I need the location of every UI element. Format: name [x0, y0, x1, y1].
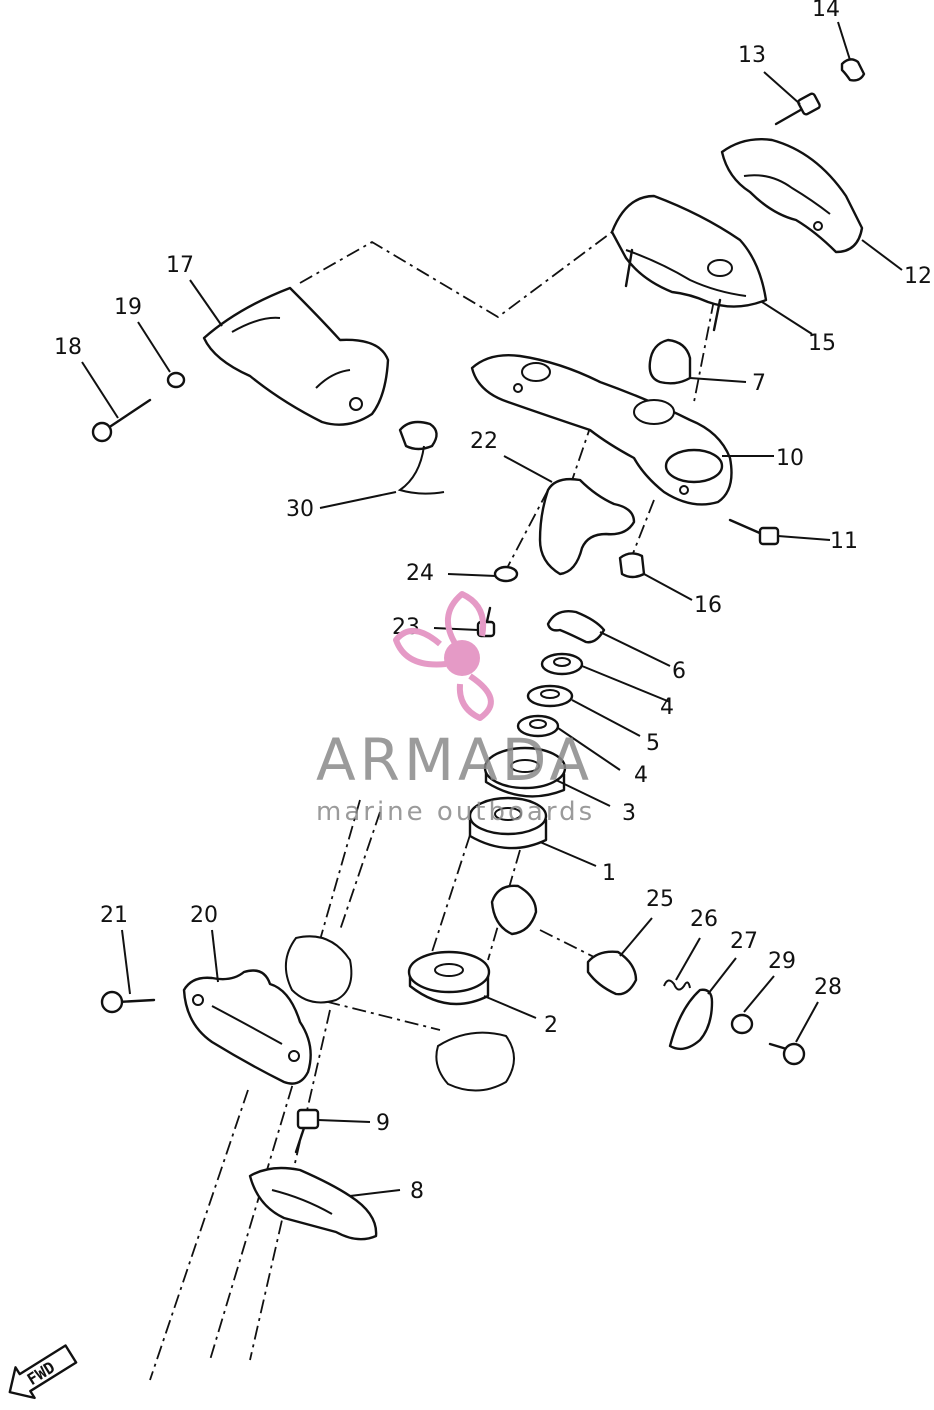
part-11-bolt [728, 518, 780, 546]
callout-20: 20 [190, 903, 218, 928]
callout-18: 18 [54, 335, 82, 360]
part-18-bolt [91, 398, 152, 443]
part-2-bushing [407, 950, 491, 1006]
callout-2: 2 [544, 1013, 558, 1038]
part-21-bolt [100, 990, 156, 1014]
callout-4-lower: 4 [634, 763, 648, 788]
callout-3: 3 [622, 801, 636, 826]
part-29-nut [730, 1013, 754, 1035]
callout-17: 17 [166, 253, 194, 278]
callout-1: 1 [602, 861, 616, 886]
part-22-bracket [538, 477, 636, 576]
callout-6: 6 [672, 659, 686, 684]
part-26-spring [663, 979, 691, 991]
callout-30: 30 [286, 497, 314, 522]
propeller-logo-icon [393, 591, 494, 721]
callout-25: 25 [646, 887, 674, 912]
part-16-spacer [618, 552, 646, 579]
callout-22: 22 [470, 429, 498, 454]
part-14-cap [840, 58, 866, 82]
part-28-bolt [768, 1042, 806, 1066]
callout-14: 14 [812, 0, 840, 22]
fwd-arrow: FWD [8, 1344, 78, 1400]
part-8-bracket [248, 1166, 378, 1241]
part-6-plate [546, 610, 606, 644]
callout-27: 27 [730, 929, 758, 954]
callout-13: 13 [738, 43, 766, 68]
callout-24: 24 [406, 561, 434, 586]
part-24-nut [493, 565, 519, 583]
part-1-bushing [468, 796, 548, 850]
callout-16: 16 [694, 593, 722, 618]
callout-5: 5 [646, 731, 660, 756]
part-13-bolt [774, 92, 821, 126]
callout-labels: 14 13 12 15 17 19 18 30 7 10 11 22 16 24… [54, 0, 932, 1204]
part-15-upper-mount [610, 194, 768, 332]
part-4-washer-lower [516, 714, 560, 738]
callout-8: 8 [410, 1179, 424, 1204]
callout-19: 19 [114, 295, 142, 320]
callout-15: 15 [808, 331, 836, 356]
part-27-plate [668, 988, 714, 1051]
part-25-collar [490, 884, 638, 996]
part-17-mount-bracket [202, 286, 390, 426]
leader-lines [81, 21, 903, 1197]
callout-21: 21 [100, 903, 128, 928]
steering-shaft-outline [285, 935, 515, 1092]
part-4-washer-upper [540, 652, 584, 676]
part-3-bushing [483, 746, 567, 798]
callout-26: 26 [690, 907, 718, 932]
part-30-clip [397, 420, 445, 495]
callout-10: 10 [776, 446, 804, 471]
callout-11: 11 [830, 529, 858, 554]
part-10-steering-bracket [470, 354, 733, 506]
part-7-cap [648, 338, 692, 385]
callout-12: 12 [904, 264, 932, 289]
callout-7: 7 [752, 371, 766, 396]
callout-4-upper: 4 [660, 695, 674, 720]
part-12-bracket [720, 138, 864, 254]
callout-28: 28 [814, 975, 842, 1000]
part-5-washer [526, 684, 574, 708]
watermark-tagline: marine outboards [316, 797, 595, 827]
callout-29: 29 [768, 949, 796, 974]
part-9-bolt [294, 1108, 320, 1154]
part-20-lower-mount [182, 969, 312, 1085]
callout-9: 9 [376, 1111, 390, 1136]
part-19-washer [166, 371, 186, 389]
watermark-name: ARMADA [316, 726, 593, 794]
armada-watermark: ARMADA marine outboards [316, 591, 595, 827]
